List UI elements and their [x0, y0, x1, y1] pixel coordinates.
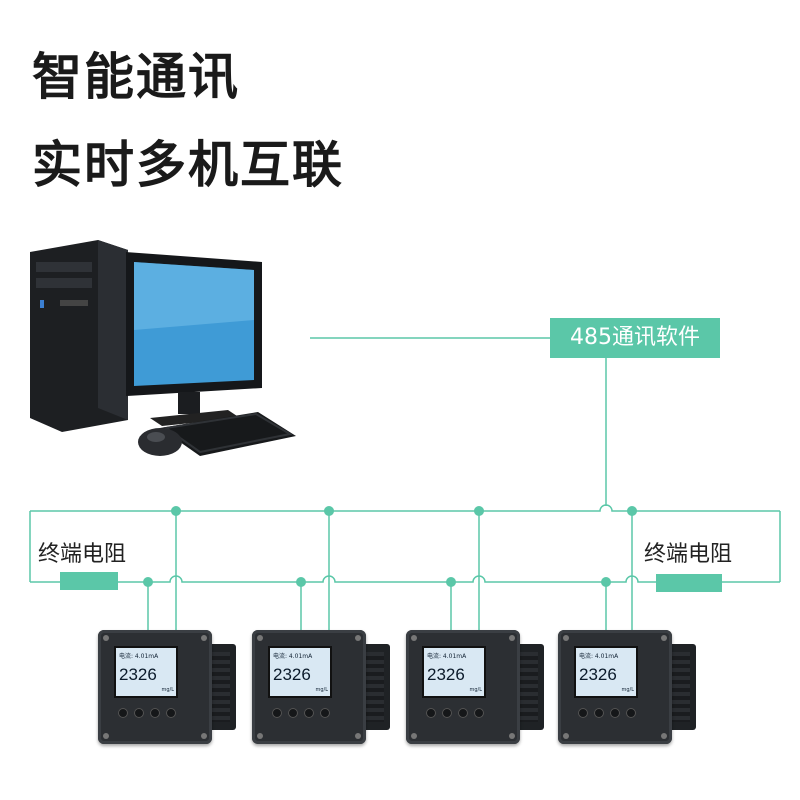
computer-icon	[30, 240, 296, 456]
meter-current: 电流: 4.01mA	[273, 653, 313, 660]
software-label: 485通讯软件	[550, 318, 720, 358]
meter-value: 2326	[427, 665, 465, 684]
meter-display: 电流: 4.01mA 2326 mg/L	[114, 646, 178, 698]
meter-4: 电流: 4.01mA 2326 mg/L	[558, 630, 698, 744]
meter-2: 电流: 4.01mA 2326 mg/L	[252, 630, 392, 744]
meter-value: 2326	[273, 665, 311, 684]
terminal-resistor-left	[60, 572, 118, 590]
meter-unit: mg/L	[315, 687, 328, 693]
meter-unit: mg/L	[469, 687, 482, 693]
meter-current: 电流: 4.01mA	[119, 653, 159, 660]
meter-3: 电流: 4.01mA 2326 mg/L	[406, 630, 546, 744]
meter-keys	[118, 708, 178, 722]
meter-display: 电流: 4.01mA 2326 mg/L	[574, 646, 638, 698]
title-line-2: 实时多机互联	[32, 136, 344, 194]
title-line-1: 智能通讯	[32, 48, 240, 106]
meter-display: 电流: 4.01mA 2326 mg/L	[268, 646, 332, 698]
meter-value: 2326	[579, 665, 617, 684]
meter-display: 电流: 4.01mA 2326 mg/L	[422, 646, 486, 698]
meter-keys	[426, 708, 486, 722]
meter-current: 电流: 4.01mA	[427, 653, 467, 660]
meter-value: 2326	[119, 665, 157, 684]
terminal-resistor-right	[656, 574, 722, 592]
meter-keys	[272, 708, 332, 722]
terminal-resistor-left-label: 终端电阻	[38, 542, 127, 567]
meter-current: 电流: 4.01mA	[579, 653, 619, 660]
meter-unit: mg/L	[621, 687, 634, 693]
meter-1: 电流: 4.01mA 2326 mg/L	[98, 630, 238, 744]
terminal-resistor-right-label: 终端电阻	[644, 542, 733, 567]
meter-unit: mg/L	[161, 687, 174, 693]
meter-keys	[578, 708, 638, 722]
